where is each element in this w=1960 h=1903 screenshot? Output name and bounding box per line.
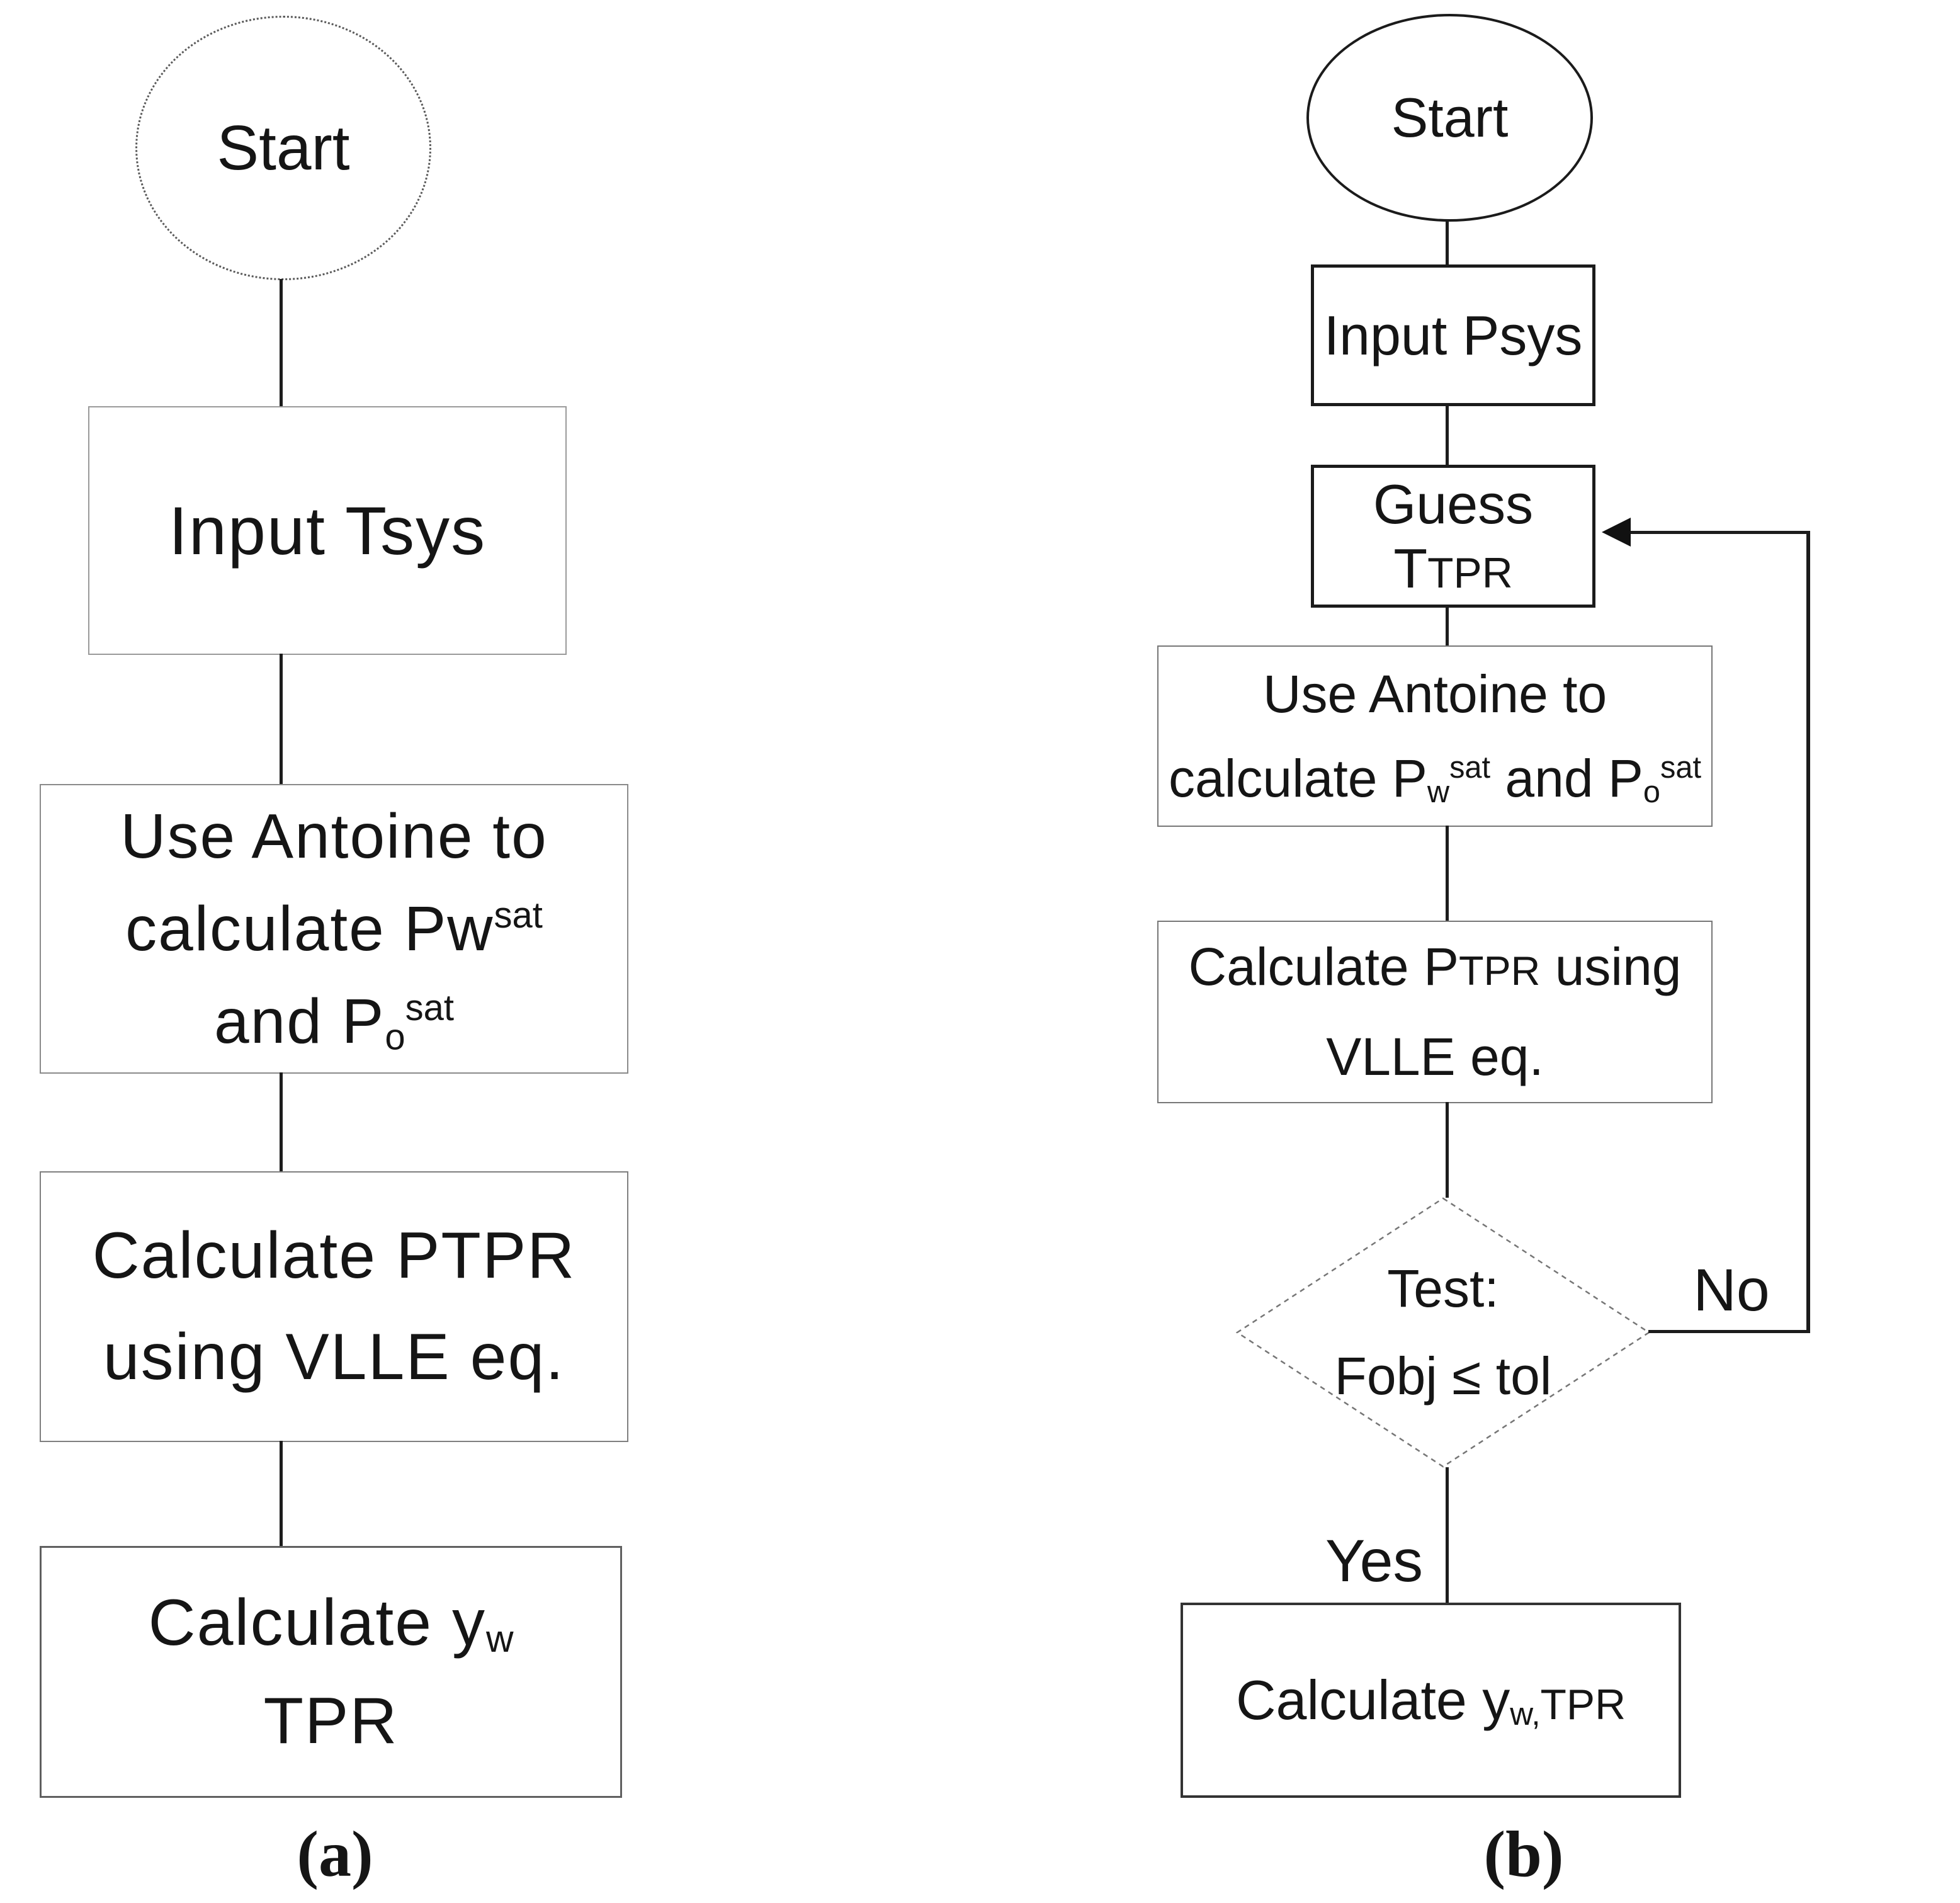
guess-ttpr-main: Guess T	[1373, 472, 1534, 599]
process-calculate-yw-a: Calculate yw TPR	[40, 1546, 622, 1798]
antoine-b-line1: Use Antoine to	[1262, 664, 1607, 724]
calc-ptpr-b-line2: VLLE eq.	[1326, 1027, 1544, 1086]
antoine-a-line3-sup: sat	[405, 987, 454, 1028]
connector-a-calcp-to-calcy	[280, 1441, 283, 1547]
start-terminator-b: Start	[1306, 14, 1593, 222]
antoine-a-line3: and P	[214, 986, 385, 1057]
start-label-b: Start	[1391, 86, 1509, 149]
antoine-a-text: Use Antoine to calculate Pwsat and Posat	[120, 790, 547, 1068]
connector-b-test-to-calcy	[1446, 1467, 1449, 1604]
calc-ywtpr-small: TPR	[1540, 1681, 1626, 1729]
start-terminator-a: Start	[135, 16, 431, 280]
connector-b-antoine-to-calcp	[1446, 826, 1449, 922]
no-loop-line-vertical	[1806, 531, 1810, 1333]
yes-branch-label: Yes	[1325, 1528, 1423, 1594]
calc-yw-a-sub: w	[485, 1616, 514, 1660]
antoine-b-text: Use Antoine to calculate Pwsat and Posat	[1169, 652, 1701, 821]
calc-ywtpr-text: Calculate yw,TPR	[1236, 1668, 1626, 1732]
calc-yw-a-main: Calculate y	[148, 1586, 486, 1659]
process-antoine-b: Use Antoine to calculate Pwsat and Posat	[1157, 645, 1713, 827]
antoine-b-line2b-sup: sat	[1660, 750, 1702, 785]
process-guess-ttpr: Guess TTPR	[1311, 465, 1595, 608]
calc-ptpr-b-post: using	[1540, 937, 1682, 997]
test-line1: Test:	[1387, 1259, 1499, 1319]
calc-ptpr-b-text: Calculate PTPR using VLLE eq.	[1188, 922, 1681, 1102]
antoine-b-line2a-sup: sat	[1449, 750, 1491, 785]
calc-ptpr-b-pre: Calculate P	[1188, 937, 1459, 997]
process-antoine-a: Use Antoine to calculate Pwsat and Posat	[40, 784, 628, 1074]
antoine-b-line2a-sub: w	[1427, 775, 1450, 809]
connector-a-start-to-input	[280, 279, 283, 407]
process-input-tsys: Input Tsys	[88, 406, 567, 655]
process-calculate-ptpr-b: Calculate PTPR using VLLE eq.	[1157, 921, 1713, 1103]
antoine-b-line2a: calculate P	[1168, 749, 1427, 808]
connector-b-calcp-to-test	[1446, 1102, 1449, 1198]
antoine-a-line1: Use Antoine to	[120, 800, 548, 872]
no-branch-label: No	[1693, 1257, 1770, 1324]
guess-ttpr-small: TPR	[1427, 549, 1513, 597]
no-loop-line-top	[1628, 531, 1810, 534]
calc-ywtpr-sub: w,	[1510, 1696, 1541, 1732]
calc-yw-a-line2: TPR	[263, 1684, 399, 1758]
connector-a-input-to-antoine	[280, 654, 283, 785]
guess-ttpr-label: Guess TTPR	[1314, 472, 1592, 601]
decision-test-diamond: Test: Fobj ≤ tol	[1235, 1196, 1651, 1468]
test-diamond-text: Test: Fobj ≤ tol	[1235, 1196, 1651, 1468]
loop-arrowhead-icon	[1602, 518, 1631, 547]
caption-a: (a)	[297, 1818, 373, 1890]
input-tsys-label: Input Tsys	[168, 492, 487, 569]
antoine-a-line3-sub: o	[385, 1016, 405, 1057]
process-calculate-ptpr-a: Calculate PTPR using VLLE eq.	[40, 1171, 628, 1442]
calc-ptpr-a-text: Calculate PTPR using VLLE eq.	[93, 1205, 576, 1408]
process-input-psys: Input Psys	[1311, 264, 1595, 406]
input-psys-label: Input Psys	[1323, 304, 1583, 366]
start-label-a: Start	[217, 112, 350, 183]
connector-a-antoine-to-calcp	[280, 1072, 283, 1173]
antoine-b-line2b: and P	[1490, 749, 1643, 808]
antoine-a-line2-sup: sat	[494, 894, 543, 936]
calc-ptpr-a-line1: Calculate PTPR	[92, 1218, 576, 1292]
calc-ptpr-a-line2: using VLLE eq.	[103, 1321, 565, 1394]
connector-b-guess-to-antoine	[1446, 606, 1449, 647]
calc-yw-a-text: Calculate yw TPR	[148, 1574, 513, 1770]
antoine-a-line2: calculate Pw	[125, 893, 494, 964]
calc-ptpr-b-small: TPR	[1459, 948, 1541, 994]
process-calculate-ywtpr: Calculate yw,TPR	[1181, 1603, 1681, 1798]
caption-b: (b)	[1483, 1818, 1564, 1890]
antoine-b-line2b-sub: o	[1643, 775, 1661, 809]
no-loop-line-bottom	[1648, 1330, 1810, 1333]
calc-ywtpr-main: Calculate y	[1235, 1668, 1510, 1731]
connector-b-input-to-guess	[1446, 405, 1449, 466]
test-line2: Fobj ≤ tol	[1334, 1346, 1552, 1406]
diamond-shape	[1235, 1197, 1651, 1468]
connector-b-start-to-input	[1446, 220, 1449, 266]
